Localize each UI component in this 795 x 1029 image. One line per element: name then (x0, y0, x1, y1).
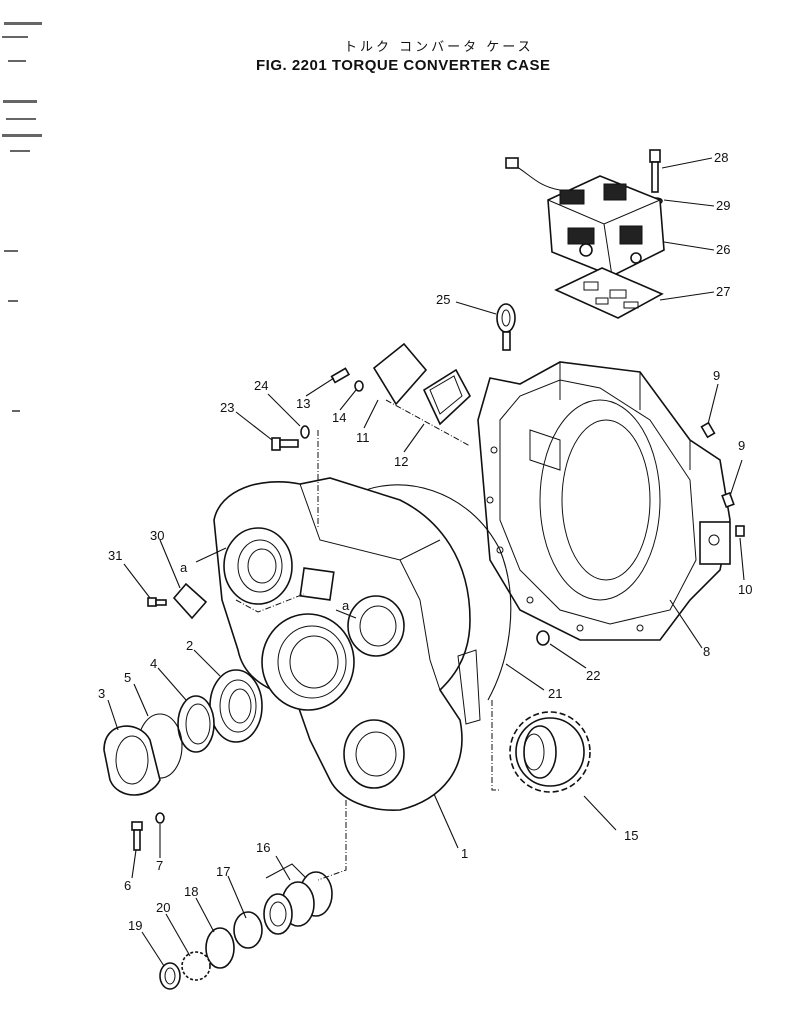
callout-2: 2 (186, 638, 193, 653)
callout-9b: 9 (738, 438, 745, 453)
case-1 (213, 477, 481, 811)
ring-17 (233, 911, 263, 949)
callout-3: 3 (98, 686, 105, 701)
callout-27: 27 (716, 284, 730, 299)
nut-19 (159, 962, 181, 990)
callout-24: 24 (254, 378, 268, 393)
callout-13: 13 (296, 396, 310, 411)
cage-3 (103, 725, 161, 796)
o-ring-22 (536, 630, 550, 646)
callout-28: 28 (714, 150, 728, 165)
bolt-31 (147, 597, 167, 607)
scan-noise (2, 22, 42, 412)
control-valve-26 (505, 157, 665, 277)
leader-lines (107, 157, 745, 967)
callout-18: 18 (184, 884, 198, 899)
callout-22: 22 (586, 668, 600, 683)
bearing-16 (263, 871, 333, 935)
callout-17: 17 (216, 864, 230, 879)
callout-30: 30 (150, 528, 164, 543)
callout-labels: 1 2 3 4 5 6 7 8 9 9 10 11 12 13 14 15 16… (98, 150, 752, 933)
callout-26: 26 (716, 242, 730, 257)
bolt-28 (649, 149, 661, 193)
eye-bolt-25 (496, 303, 516, 351)
callout-5: 5 (124, 670, 131, 685)
washer-24 (300, 425, 310, 439)
callout-12: 12 (394, 454, 408, 469)
plug-10 (735, 525, 745, 537)
gear-15 (509, 711, 591, 793)
bolt-9a (700, 421, 716, 439)
gasket-27 (554, 267, 664, 319)
callout-9a: 9 (713, 368, 720, 383)
seal-ring-21 (351, 484, 512, 701)
lock-washer-20 (181, 951, 211, 981)
callout-a-upper: a (180, 560, 188, 575)
callout-4: 4 (150, 656, 157, 671)
callout-8: 8 (703, 644, 710, 659)
callout-7: 7 (156, 858, 163, 873)
spacer-4 (177, 695, 215, 753)
callout-23: 23 (220, 400, 234, 415)
callout-a-right: a (342, 598, 350, 613)
callout-1: 1 (461, 846, 468, 861)
title-jp: トルク コンバータ ケース (344, 40, 534, 55)
callout-21: 21 (548, 686, 562, 701)
title-en: FIG. 2201 TORQUE CONVERTER CASE (256, 57, 550, 74)
bolt-13 (330, 367, 351, 384)
callout-31: 31 (108, 548, 122, 563)
callout-10: 10 (738, 582, 752, 597)
plate-30 (172, 582, 208, 620)
cover-11 (372, 342, 428, 406)
ring-18 (205, 927, 235, 969)
callout-25: 25 (436, 292, 450, 307)
washer-14 (354, 380, 364, 392)
bolt-6 (131, 821, 143, 851)
gasket-12 (422, 368, 471, 426)
bolt-23 (271, 437, 299, 451)
callout-6: 6 (124, 878, 131, 893)
callout-29: 29 (716, 198, 730, 213)
callout-19: 19 (128, 918, 142, 933)
callout-15: 15 (624, 828, 638, 843)
callout-11: 11 (356, 430, 370, 445)
housing-8 (477, 361, 731, 641)
bolt-9b (721, 491, 735, 509)
callout-14: 14 (332, 410, 346, 425)
callout-20: 20 (156, 900, 170, 915)
washer-7 (155, 812, 165, 824)
bearing-2 (209, 669, 263, 743)
callout-16: 16 (256, 840, 270, 855)
